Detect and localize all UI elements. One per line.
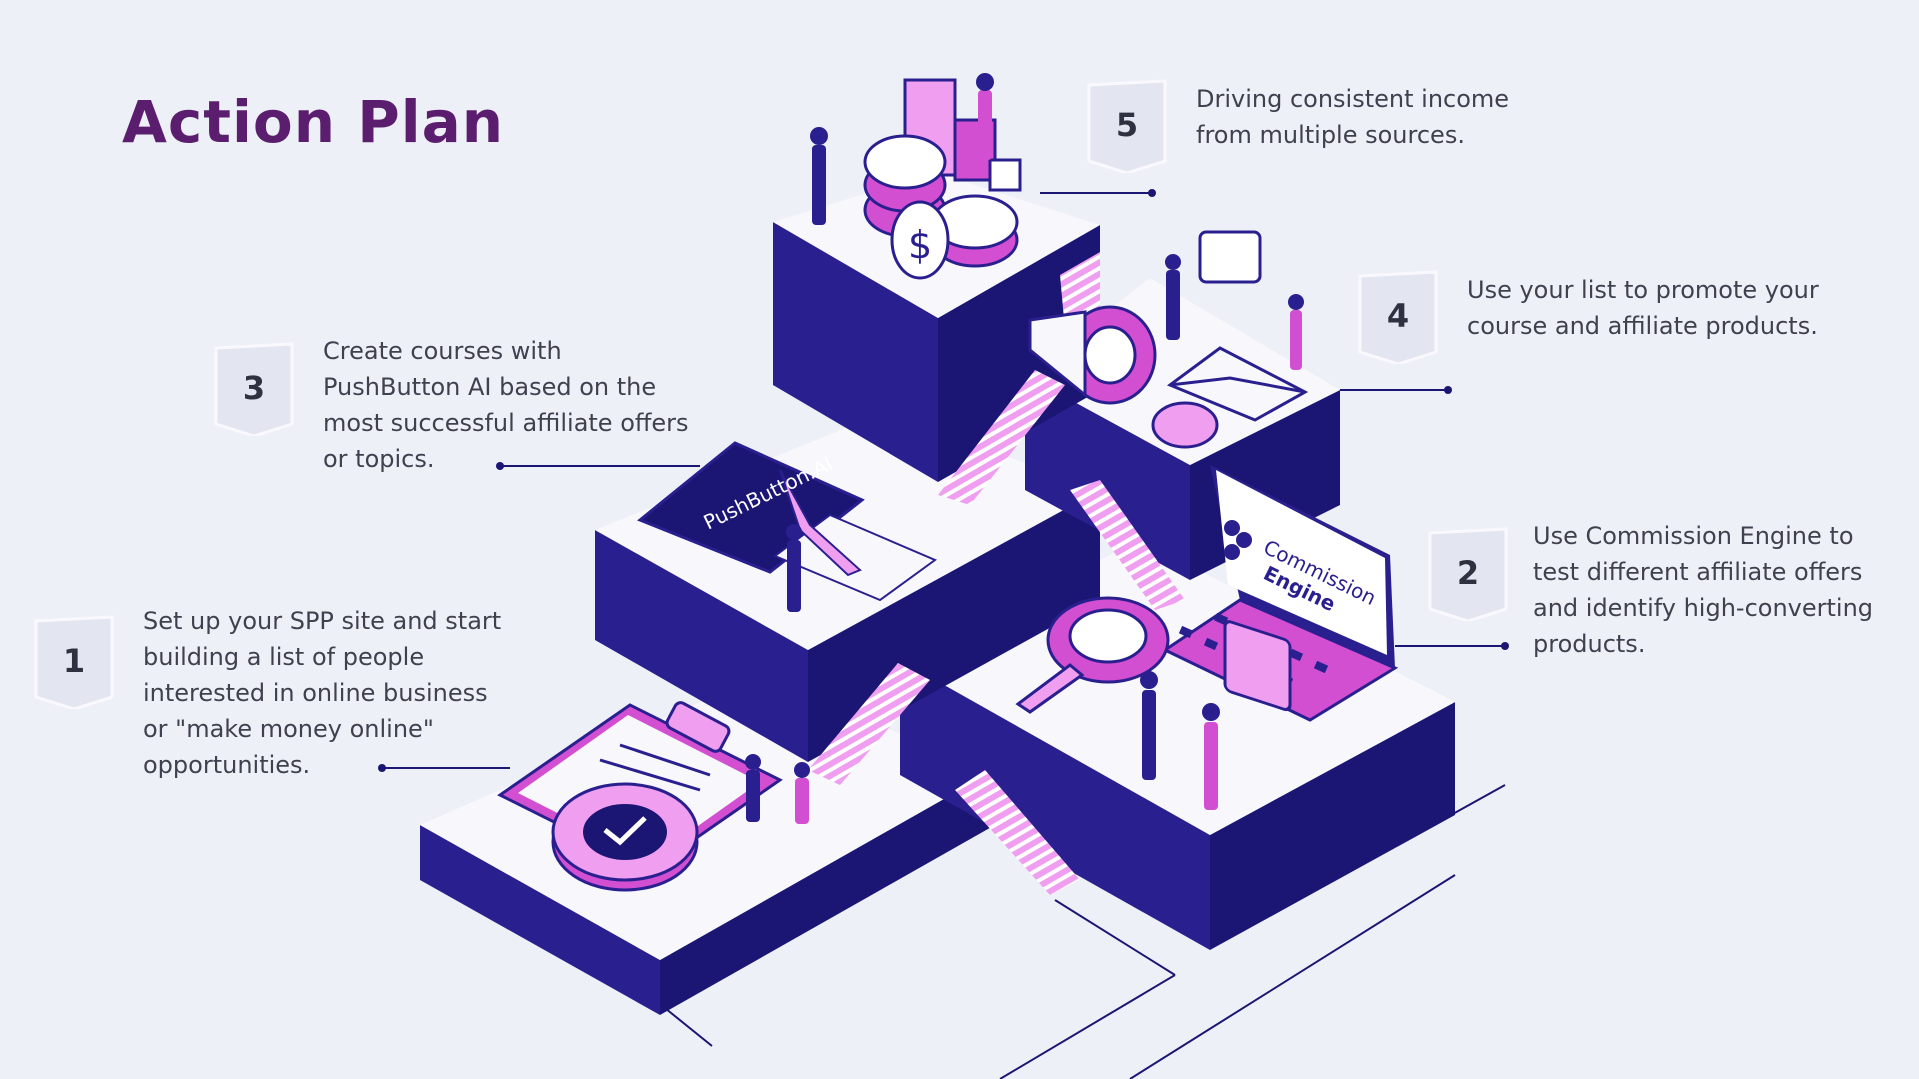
staircases (808, 252, 1185, 895)
page-title: Action Plan (122, 88, 505, 156)
text-line: PushButton AI based on the (323, 373, 657, 401)
text-line: Create courses with (323, 337, 562, 365)
text-line: course and affiliate products. (1467, 312, 1818, 340)
text-line: Set up your SPP site and start (143, 607, 502, 635)
step-number: 5 (1115, 106, 1139, 144)
text-line: test different affiliate offers (1533, 558, 1863, 586)
step-number: 3 (242, 369, 266, 407)
connector-dots (378, 189, 1509, 772)
text-line: or topics. (323, 445, 435, 473)
step-3-badge: 3 (212, 340, 296, 436)
step-1-badge: 1 (32, 613, 116, 709)
text-line: interested in online business (143, 679, 488, 707)
text-line: from multiple sources. (1196, 121, 1465, 149)
step-4-badge: 4 (1356, 268, 1440, 364)
text-line: most successful affiliate offers (323, 409, 689, 437)
clipboard-checkmark-icon (497, 701, 783, 892)
step-number: 1 (62, 642, 86, 680)
connector-lines (382, 192, 1505, 769)
tablet-pen-icon: PushButton.AI (637, 441, 938, 612)
text-line: Driving consistent income (1196, 85, 1510, 113)
text-line: or "make money online" (143, 715, 434, 743)
text-line: and identify high-converting (1533, 594, 1874, 622)
step-1-description: Set up your SPP site and start building … (143, 603, 501, 783)
text-line: Use your list to promote your (1467, 276, 1819, 304)
step-5-description: Driving consistent income from multiple … (1196, 81, 1509, 153)
step-2-badge: 2 (1426, 525, 1510, 621)
text-line: building a list of people (143, 643, 425, 671)
step-4-description: Use your list to promote your course and… (1467, 272, 1819, 344)
text-line: Use Commission Engine to (1533, 522, 1854, 550)
step-number: 4 (1386, 297, 1410, 335)
step-2-description: Use Commission Engine to test different … (1533, 518, 1873, 662)
coins-growth-icon: $ (810, 73, 1022, 280)
text-line: products. (1533, 630, 1646, 658)
megaphone-email-icon (1028, 230, 1309, 712)
step-3-description: Create courses with PushButton AI based … (323, 333, 689, 477)
people-handshake-figures (745, 754, 810, 824)
step-5-badge: 5 (1085, 77, 1169, 173)
text-line: opportunities. (143, 751, 311, 779)
step-number: 2 (1456, 554, 1480, 592)
svg-text:$: $ (908, 223, 932, 267)
